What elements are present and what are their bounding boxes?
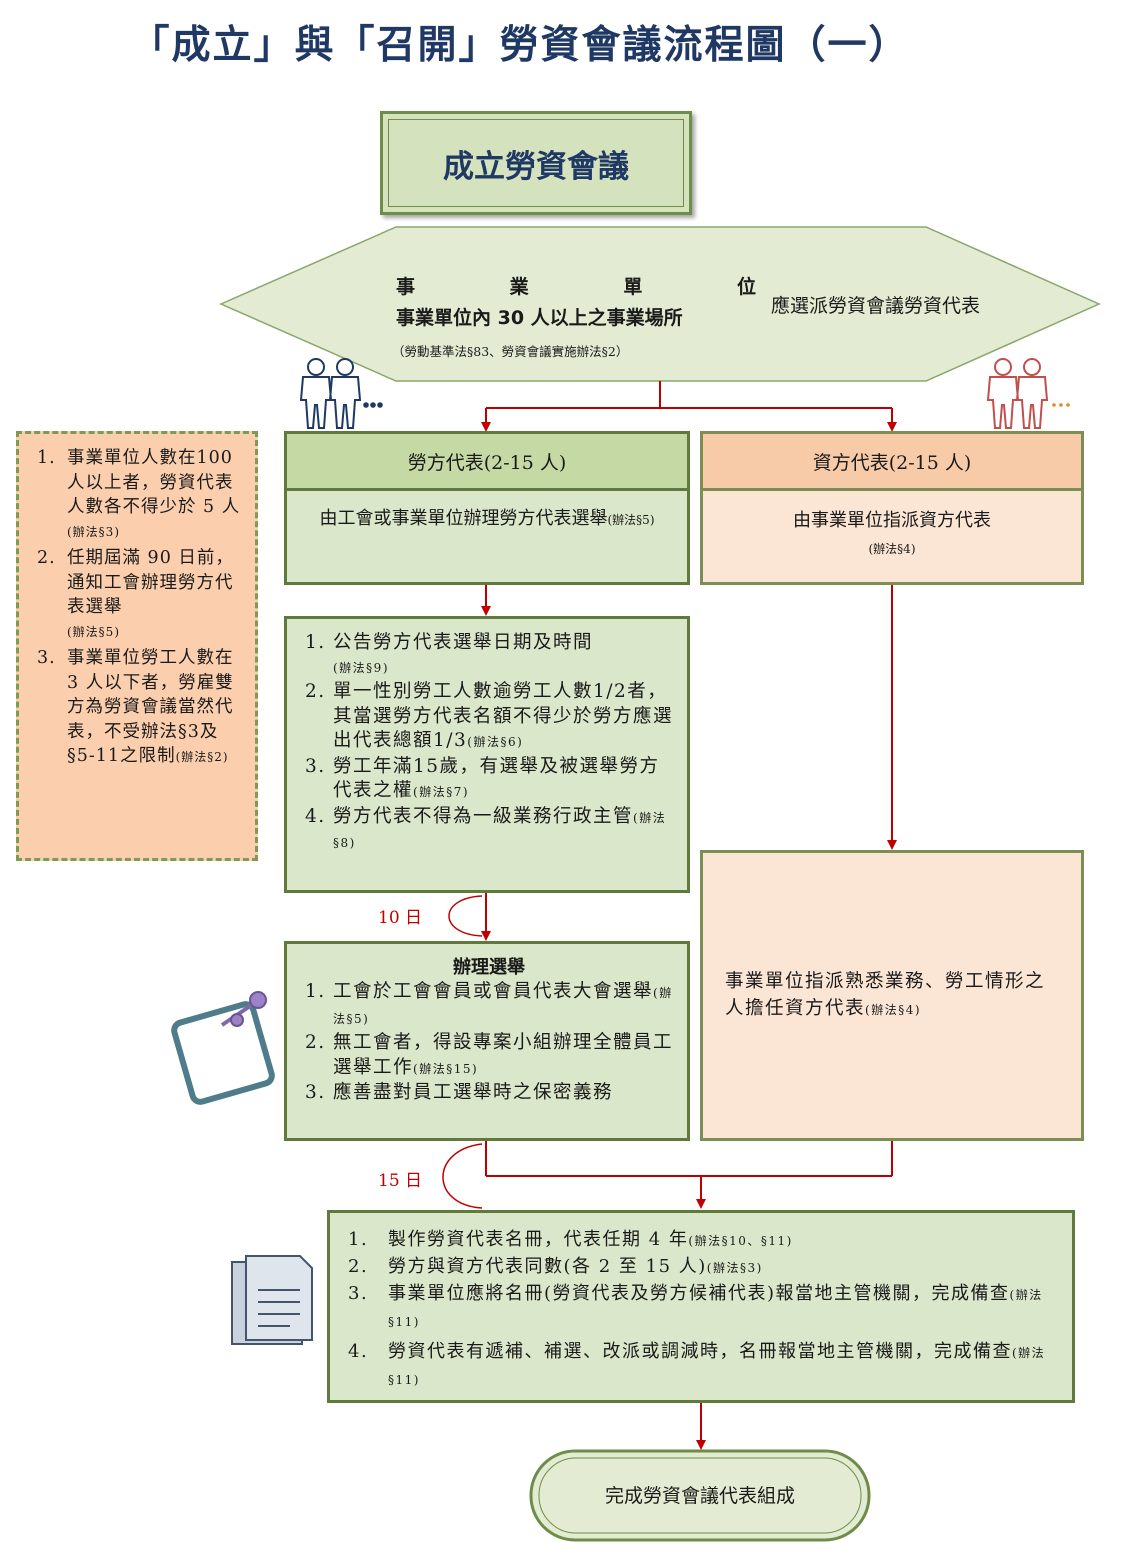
side-note-item: 3. 事業單位勞工人數在 3 人以下者，勞雇雙方為勞資會議當然代表，不受辦法§3… bbox=[37, 648, 234, 766]
roster-box: 1. 製作勞資代表名冊，代表任期 4 年(辦法§10、§11) 2. 勞方與資方… bbox=[327, 1210, 1075, 1403]
roster-list: 1. 製作勞資代表名冊，代表任期 4 年(辦法§10、§11) 2. 勞方與資方… bbox=[348, 1227, 1052, 1393]
employer-header-box: 資方代表(2-15 人) bbox=[700, 431, 1084, 491]
title-box-label: 成立勞資會議 bbox=[388, 119, 684, 207]
roster-item: 1. 製作勞資代表名冊，代表任期 4 年(辦法§10、§11) bbox=[348, 1229, 793, 1250]
hexagon-line2: 事業單位內 30 人以上之事業場所 bbox=[396, 307, 683, 329]
side-note-box: 1. 事業單位人數在100人以上者，勞資代表人數各不得少於 5 人 (辦法§3)… bbox=[16, 431, 258, 861]
employer-method-ref: (辦法§4) bbox=[868, 542, 916, 556]
hexagon-char: 業 bbox=[509, 276, 529, 298]
side-note-item: 1. 事業單位人數在100人以上者，勞資代表人數各不得少於 5 人 (辦法§3) bbox=[37, 448, 241, 539]
labor-method-box: 由工會或事業單位辦理勞方代表選舉(辦法§5) bbox=[284, 488, 690, 585]
hexagon-line3: 應選派勞資會議勞資代表 bbox=[771, 295, 981, 317]
employer-header-label: 資方代表(2-15 人) bbox=[812, 451, 972, 474]
election-item: 1. 工會於工會會員或會員代表大會選舉(辦法§5) bbox=[305, 981, 673, 1026]
hexagon-char: 單 bbox=[623, 276, 643, 298]
announce-item: 4. 勞方代表不得為一級業務行政主管(辦法§8) bbox=[305, 805, 667, 851]
page-title: 「成立」與「召開」勞資會議流程圖（一） bbox=[130, 23, 910, 68]
split-arrow bbox=[481, 381, 897, 432]
announce-item: 3. 勞工年滿15歲，有選舉及被選舉勞方代表之權(辦法§7) bbox=[305, 755, 660, 802]
announce-list: 1. 公告勞方代表選舉日期及時間 (辦法§9) 2. 單一性別勞工人數逾勞工人數… bbox=[305, 631, 673, 856]
hexagon-line1: 事 業 單 位 bbox=[396, 272, 756, 299]
labor-people-icon bbox=[299, 358, 383, 429]
title-box: 成立勞資會議 bbox=[380, 111, 692, 215]
labor-header-label: 勞方代表(2-15 人) bbox=[407, 451, 567, 474]
announce-item: 1. 公告勞方代表選舉日期及時間 (辦法§9) bbox=[305, 632, 594, 675]
final-terminal-shape bbox=[529, 1449, 871, 1542]
election-title: 辦理選舉 bbox=[453, 957, 525, 978]
side-note-list: 1. 事業單位人數在100人以上者，勞資代表人數各不得少於 5 人 (辦法§3)… bbox=[37, 446, 241, 770]
labor-header-box: 勞方代表(2-15 人) bbox=[284, 431, 690, 491]
employer-method-text: 由事業單位指派資方代表 bbox=[793, 510, 991, 531]
election-list: 1. 工會於工會會員或會員代表大會選舉(辦法§5) 2. 無工會者，得設專案小組… bbox=[305, 980, 673, 1106]
employer-method-box: 由事業單位指派資方代表 (辦法§4) bbox=[700, 488, 1084, 585]
announce-box: 1. 公告勞方代表選舉日期及時間 (辦法§9) 2. 單一性別勞工人數逾勞工人數… bbox=[284, 616, 690, 893]
document-icon bbox=[231, 1255, 313, 1345]
side-note-item: 2. 任期屆滿 90 日前，通知工會辦理勞方代表選舉 (辦法§5) bbox=[37, 548, 234, 639]
roster-item: 3. 事業單位應將名冊(勞資代表及勞方候補代表)報當地主管機關，完成備查(辦法§… bbox=[348, 1283, 1043, 1329]
days-10-label: 10 日 bbox=[378, 908, 423, 928]
merge-arrow bbox=[485, 1141, 893, 1209]
labor-method-text: 由工會或事業單位辦理勞方代表選舉(辦法§5) bbox=[319, 508, 655, 529]
final-label: 完成勞資會議代表組成 bbox=[604, 1485, 795, 1507]
announce-item: 2. 單一性別勞工人數逾勞工人數1/2者，其當選勞方代表名額不得少於勞方應選出代… bbox=[305, 681, 674, 751]
bracket-10-days bbox=[448, 895, 483, 937]
days-15-label: 15 日 bbox=[378, 1171, 423, 1191]
election-item: 2. 無工會者，得設專案小組辦理全體員工選舉工作(辦法§15) bbox=[305, 1032, 674, 1078]
notepad-pin-icon bbox=[171, 991, 275, 1105]
hexagon-char: 事 bbox=[396, 276, 416, 298]
hexagon-shape bbox=[219, 226, 1101, 382]
bracket-15-days bbox=[442, 1143, 483, 1209]
election-item: 3. 應善盡對員工選舉時之保密義務 bbox=[305, 1082, 614, 1103]
employer-people-icon bbox=[986, 358, 1070, 429]
roster-item: 4. 勞資代表有遞補、補選、改派或調減時，名冊報當地主管機關，完成備查(辦法§1… bbox=[348, 1341, 1046, 1387]
hexagon-char: 位 bbox=[736, 276, 756, 298]
hexagon-note: （勞動基準法§83、勞資會議實施辦法§2） bbox=[392, 344, 629, 359]
roster-item: 2. 勞方與資方代表同數(各 2 至 15 人)(辦法§3) bbox=[348, 1256, 763, 1277]
election-box: 辦理選舉 1. 工會於工會會員或會員代表大會選舉(辦法§5) 2. 無工會者，得… bbox=[284, 941, 690, 1141]
employer-assign-text: 事業單位指派熟悉業務、勞工情形之人擔任資方代表(辦法§4) bbox=[725, 970, 1046, 1019]
employer-assign-box: 事業單位指派熟悉業務、勞工情形之人擔任資方代表(辦法§4) bbox=[700, 850, 1084, 1141]
